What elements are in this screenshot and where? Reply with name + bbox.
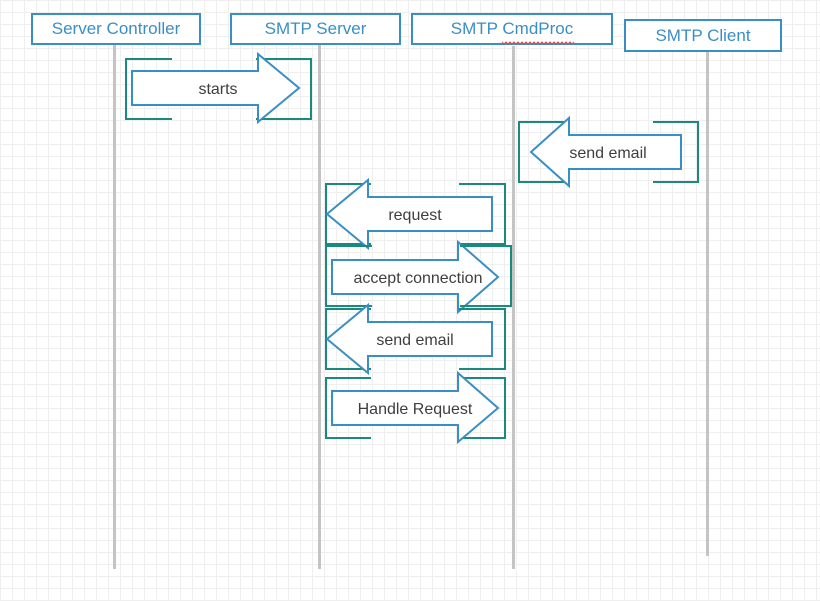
right-arrow-shape — [131, 51, 301, 125]
message-send-email-cmdproc[interactable]: send email — [325, 302, 506, 376]
message-send-email-client[interactable]: send email — [518, 115, 699, 189]
spellcheck-underline — [501, 41, 575, 45]
message-label: send email — [569, 145, 646, 162]
message-label: starts — [198, 81, 237, 98]
lifeline-smtp-client — [706, 52, 709, 556]
actor-label: SMTP Server — [264, 19, 367, 38]
actor-smtp-client[interactable]: SMTP Client — [624, 19, 782, 52]
left-arrow-shape — [529, 115, 682, 189]
message-accept-connection[interactable]: accept connection — [325, 239, 512, 315]
left-arrow-shape — [325, 177, 493, 251]
message-bracket — [325, 245, 512, 307]
actor-label: SMTP CmdProc — [450, 19, 574, 38]
actor-smtp-cmdproc[interactable]: SMTP CmdProc — [411, 13, 613, 45]
actor-label: SMTP Client — [655, 25, 751, 45]
left-arrow-shape — [325, 302, 493, 376]
message-label: request — [388, 207, 442, 224]
actor-server-controller[interactable]: Server Controller — [31, 13, 201, 45]
message-bracket — [125, 58, 312, 120]
message-starts[interactable]: starts — [125, 51, 312, 125]
message-label: send email — [376, 332, 453, 349]
lifeline-smtp-cmdproc — [512, 46, 515, 569]
message-label: accept connection — [354, 270, 483, 287]
message-label: Handle Request — [358, 401, 473, 418]
message-request[interactable]: request — [325, 177, 506, 251]
right-arrow-shape — [331, 239, 500, 315]
message-handle-request[interactable]: Handle Request — [325, 370, 506, 445]
message-bracket — [518, 121, 699, 183]
lifeline-server-controller — [113, 44, 116, 569]
message-bracket — [325, 377, 506, 439]
actor-label: Server Controller — [51, 19, 181, 38]
right-arrow-shape — [331, 370, 500, 445]
actor-smtp-server[interactable]: SMTP Server — [230, 13, 401, 45]
lifeline-smtp-server — [318, 44, 321, 569]
